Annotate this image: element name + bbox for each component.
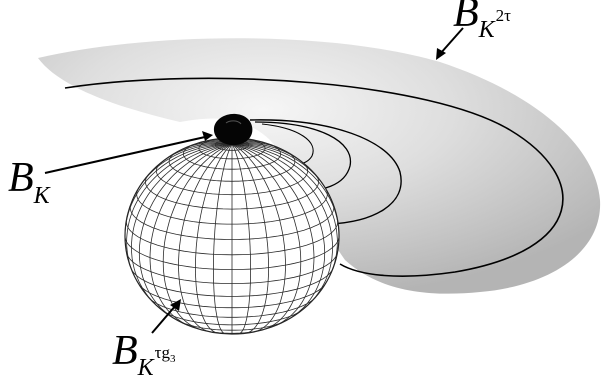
label-core: BK [8, 155, 52, 209]
sphere-longitude-line [157, 142, 233, 166]
sphere-longitude-line [231, 143, 339, 240]
contour-line-middle [249, 119, 402, 225]
sphere-longitude-line [231, 143, 269, 334]
arrow-core-line [44, 136, 206, 174]
svg-text:BK2τ: BK2τ [453, 0, 511, 43]
arrow-sphere-head [170, 299, 181, 311]
sphere-longitude-line [138, 143, 233, 321]
svg-text:BKτg3: BKτg3 [112, 328, 176, 381]
label-outer-main: B [453, 0, 479, 36]
sphere-longitude-line [231, 143, 286, 333]
sphere-longitude-line [134, 143, 233, 196]
sphere-longitude-line [195, 143, 233, 334]
label-outer: BK2τ [453, 0, 511, 43]
sphere-longitude-line [131, 143, 233, 310]
label-sphere: BKτg3 [112, 328, 176, 381]
label-outer-sup: 2τ [496, 6, 512, 25]
core-blob [213, 113, 253, 146]
arrow-outer-head [436, 48, 446, 60]
sphere-longitude-line [149, 143, 233, 328]
sphere-longitude-line [231, 143, 315, 328]
sphere-longitude-line [231, 143, 326, 321]
arrows [44, 27, 464, 334]
sphere-grid [125, 138, 339, 334]
sphere [124, 137, 340, 335]
sphere-longitude-line [231, 143, 330, 196]
label-sphere-sub: K [137, 355, 156, 381]
arrow-outer-line [439, 27, 464, 55]
sphere-longitude-line [231, 142, 307, 166]
label-sphere-sup-sub: 3 [170, 353, 176, 365]
sphere-longitude-line [125, 143, 233, 240]
sphere-longitude-line [177, 142, 233, 152]
sphere-longitude-line [231, 143, 251, 334]
sphere-longitude-line [178, 143, 233, 333]
label-sphere-main: B [112, 328, 138, 374]
label-sphere-sup: τg [155, 343, 171, 362]
sphere-longitude-line [213, 143, 233, 334]
arrow-sphere-line [151, 304, 177, 334]
core-blob-highlight [225, 120, 242, 125]
sphere-longitude-line [231, 143, 338, 284]
sphere-longitude-line [231, 143, 302, 331]
sphere-longitude-line [162, 143, 233, 331]
contour-line-outer [64, 77, 564, 277]
label-core-sub: K [33, 183, 52, 209]
label-core-main: B [8, 155, 34, 201]
sphere-longitude-line [231, 143, 333, 310]
svg-text:BK: BK [8, 155, 52, 209]
core-blob-shape [213, 113, 253, 146]
arrow-core-head [202, 131, 213, 141]
sphere-longitude-line [126, 143, 233, 284]
outer-surface-sheet [38, 38, 601, 294]
label-outer-sub: K [478, 17, 497, 43]
